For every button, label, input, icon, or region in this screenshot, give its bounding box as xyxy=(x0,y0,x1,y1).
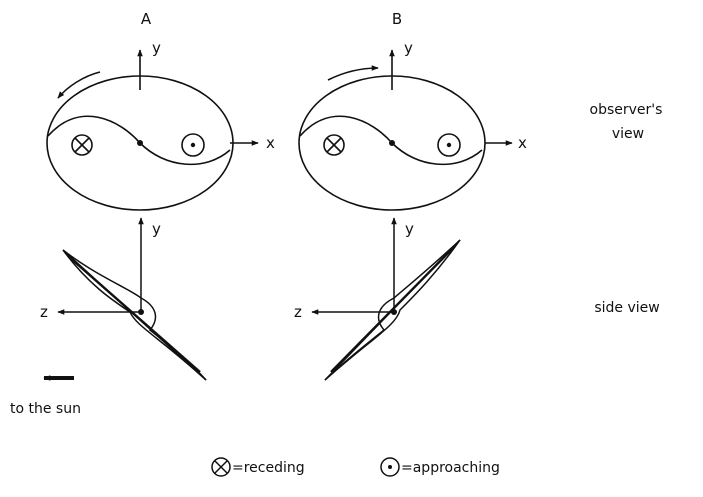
panel-b-observer-view xyxy=(298,49,513,211)
panel-a-galaxy-ellipse xyxy=(46,75,234,211)
panel-a-side-view xyxy=(57,217,207,381)
panel-a-side-y-label: y xyxy=(152,220,161,238)
panel-a-observer-view xyxy=(46,49,259,211)
panel-b-center-dot xyxy=(389,140,395,146)
panel-a-receding-symbol xyxy=(71,134,93,156)
panel-a-z-label: z xyxy=(40,303,48,321)
panel-a-label: A xyxy=(141,10,152,28)
panel-b-galaxy-ellipse xyxy=(298,75,486,211)
panel-b-label: B xyxy=(392,10,402,28)
legend-receding-label: =receding xyxy=(232,460,305,476)
panel-b-receding-symbol xyxy=(323,134,345,156)
sun-direction: to the sun xyxy=(10,375,81,417)
sun-label: to the sun xyxy=(10,401,81,417)
panel-a-center-dot xyxy=(137,140,143,146)
observer-view-label-line2: view xyxy=(612,126,644,142)
panel-a-approaching-symbol xyxy=(181,133,205,157)
panel-a-edge-on-disk xyxy=(62,249,207,381)
legend-approaching-icon xyxy=(380,457,400,477)
observer-view-label-line1: observer's xyxy=(590,102,663,118)
legend-receding-icon xyxy=(211,457,231,477)
panel-a-rotation-arrow xyxy=(57,71,101,99)
legend: =receding =approaching xyxy=(211,457,500,477)
side-view-label: side view xyxy=(594,300,659,316)
panel-a-y-label: y xyxy=(152,39,161,57)
panel-b: B xyxy=(298,10,513,381)
panel-b-side-view xyxy=(311,217,461,381)
legend-approaching-label: =approaching xyxy=(401,460,500,476)
panel-b-rotation-arrow xyxy=(327,65,379,81)
panel-a: A xyxy=(46,10,259,381)
panel-b-side-y-label: y xyxy=(405,220,414,238)
panel-b-z-label: z xyxy=(294,303,302,321)
panel-b-y-label: y xyxy=(404,39,413,57)
panel-b-side-center-dot xyxy=(391,309,397,315)
panel-b-x-label: x xyxy=(518,134,527,152)
panel-b-approaching-symbol xyxy=(437,133,461,157)
panel-a-x-label: x xyxy=(266,134,275,152)
panel-a-side-center-dot xyxy=(138,309,144,315)
